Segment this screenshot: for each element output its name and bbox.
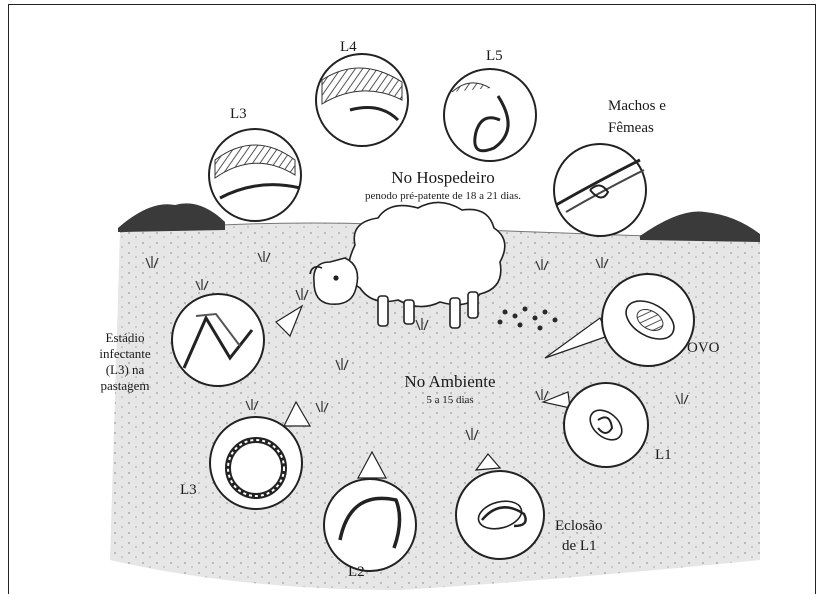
label-l5: L5	[486, 48, 503, 65]
label-adults-line1: Machos e	[608, 98, 666, 115]
stage-circle-l4	[316, 54, 408, 146]
stage-circle-hatching	[456, 471, 544, 559]
host-subtitle: penodo pré-patente de 18 a 21 dias.	[298, 190, 588, 202]
label-infective-line1: Estádio	[70, 330, 180, 346]
label-adults-line2: Fêmeas	[608, 120, 654, 137]
environment-subtitle: 5 a 15 dias	[380, 394, 520, 406]
label-infective-line3: (L3) na	[70, 362, 180, 378]
stage-circle-infective-l3	[172, 294, 264, 386]
stage-circle-l2	[324, 479, 416, 571]
stage-circle-l3-env	[210, 417, 302, 509]
label-hatch-line2: de L1	[562, 538, 597, 555]
label-egg: OVO	[687, 340, 720, 357]
label-infective-line4: pastagem	[70, 378, 180, 394]
stage-circle-egg	[602, 274, 694, 366]
stage-circle-l3-host	[209, 129, 301, 221]
environment-title: No Ambiente	[360, 372, 540, 392]
stage-circle-l5	[444, 69, 536, 161]
left-hill	[118, 203, 225, 232]
label-l4: L4	[340, 39, 357, 56]
label-l3-env: L3	[180, 482, 197, 499]
label-hatch-line1: Eclosão	[555, 518, 602, 535]
host-title: No Hospedeiro	[318, 168, 568, 188]
label-l1: L1	[655, 447, 672, 464]
label-l2: L2	[348, 564, 365, 581]
label-l3-host: L3	[230, 106, 247, 123]
label-infective-line2: infectante	[70, 346, 180, 362]
stage-circle-l1	[564, 383, 648, 467]
right-hill	[640, 212, 760, 243]
